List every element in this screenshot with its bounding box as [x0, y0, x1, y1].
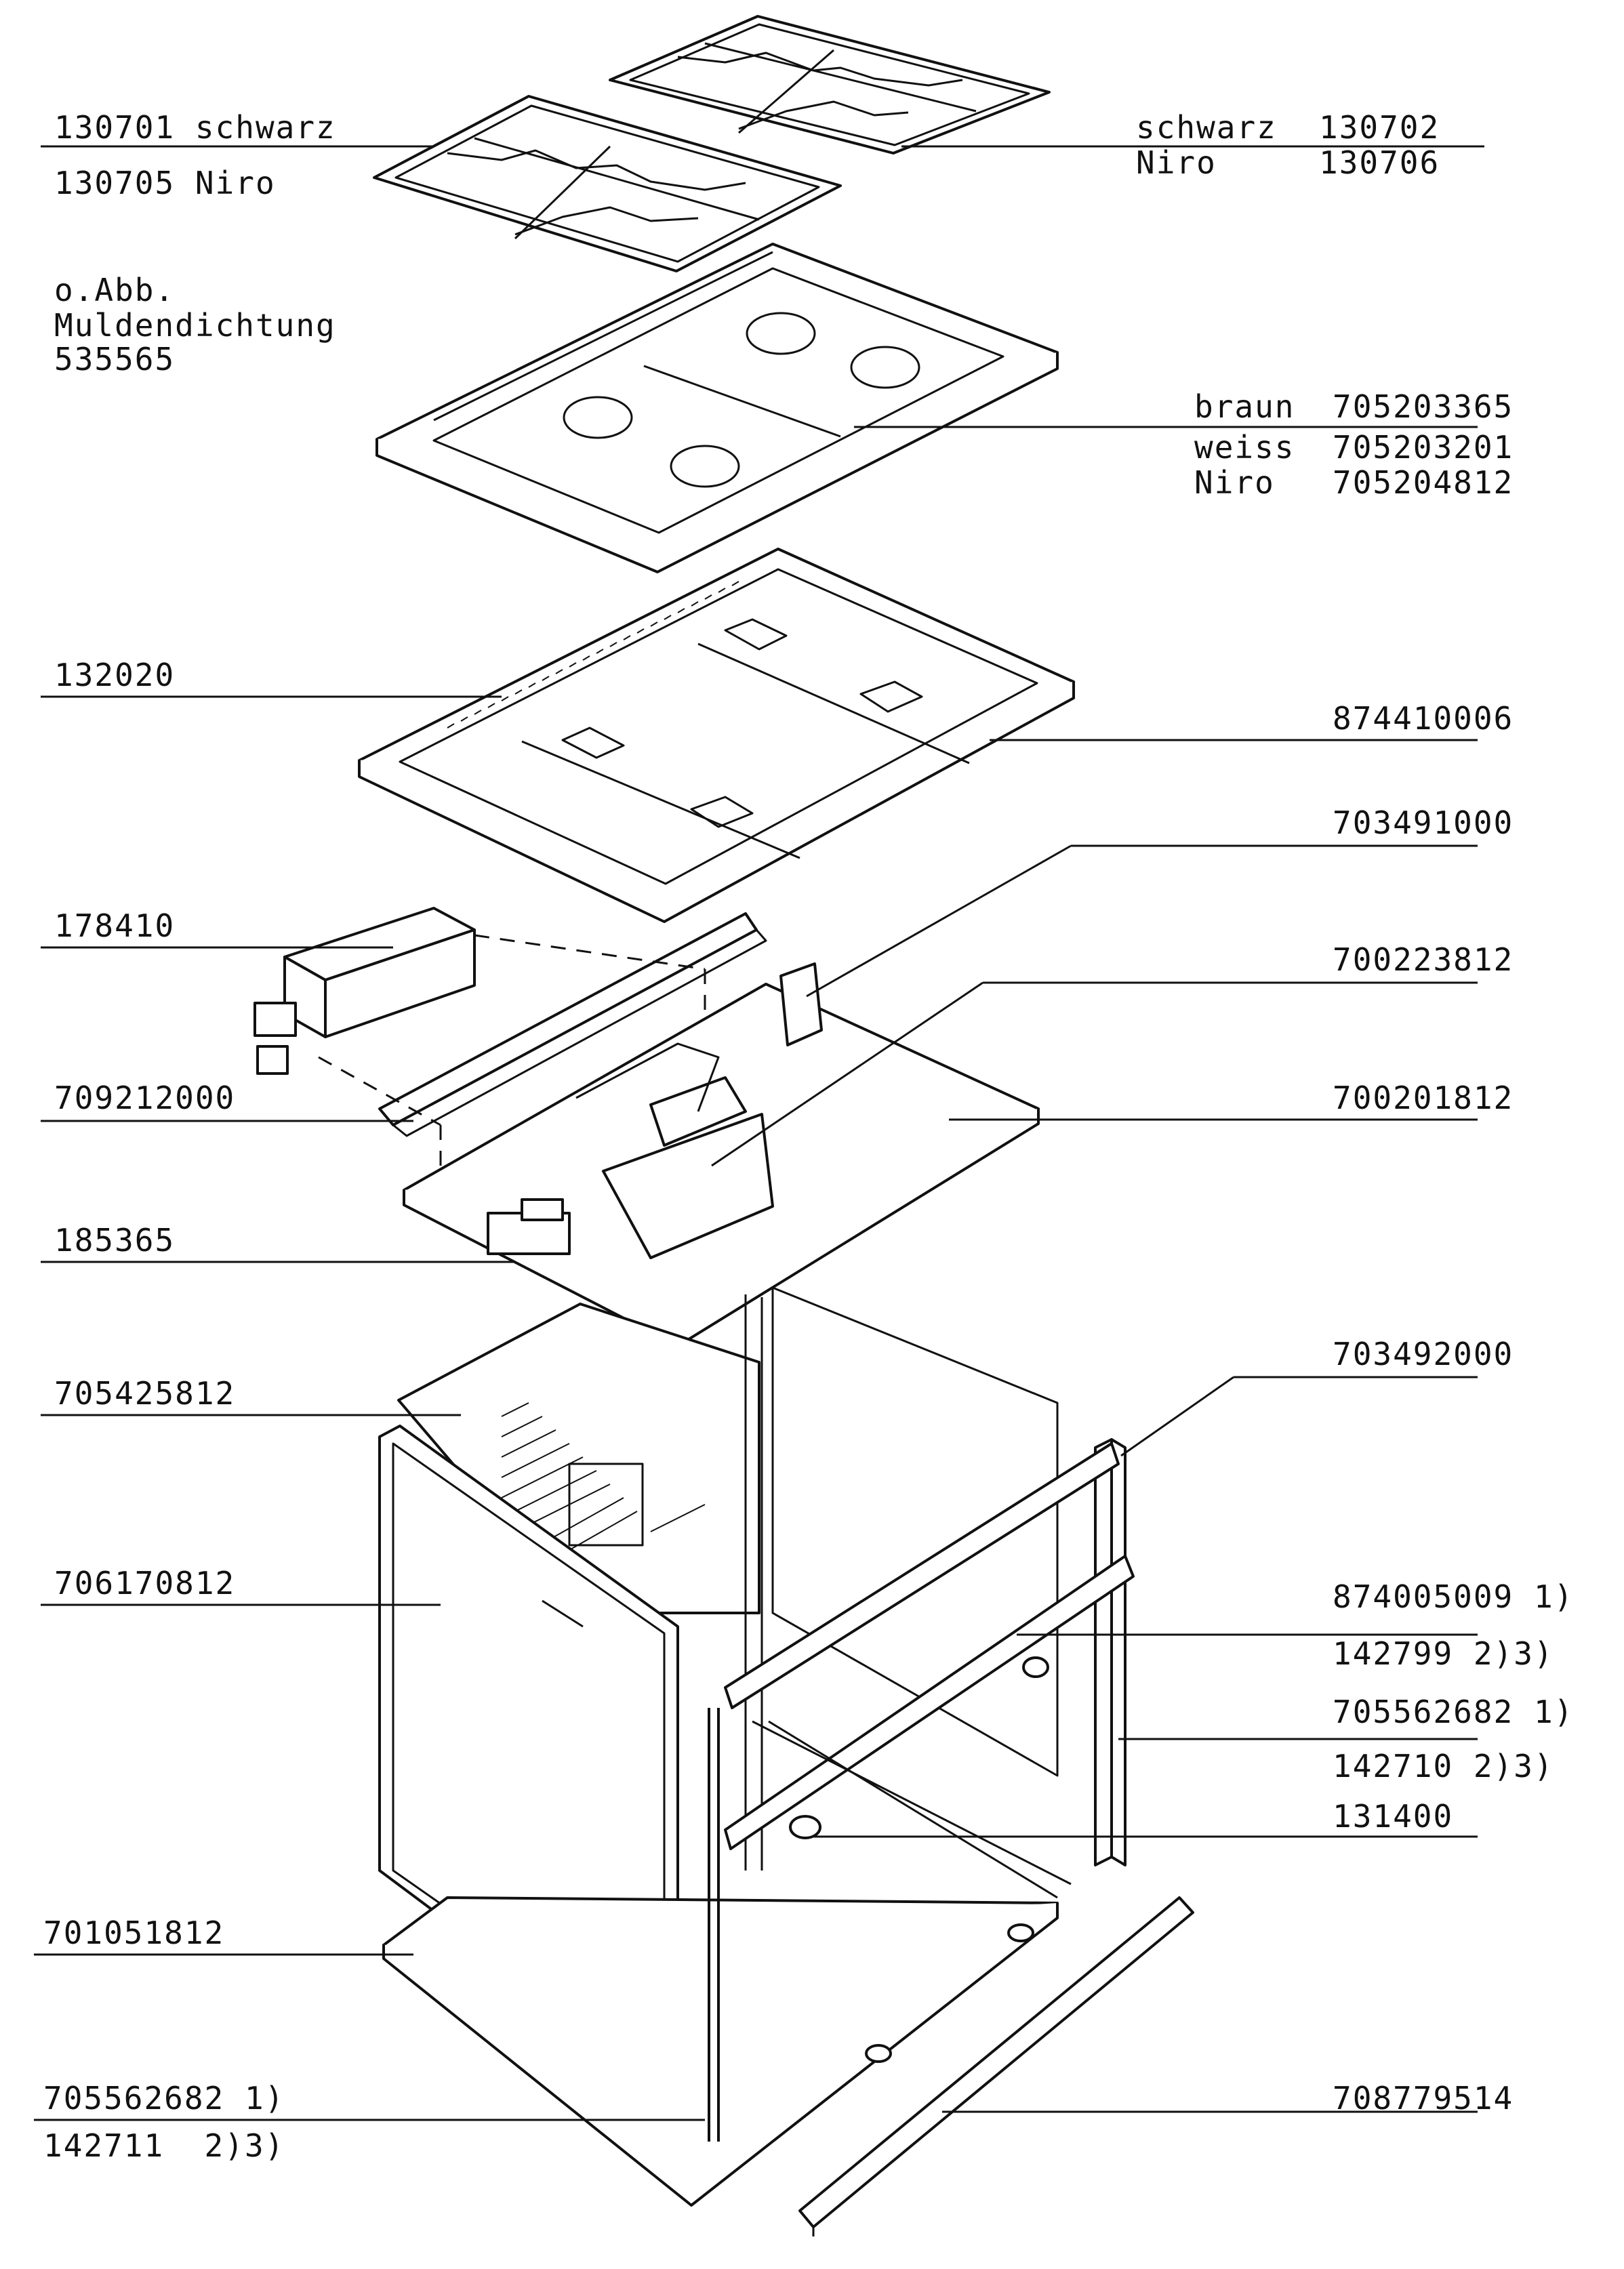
label-142711: 142711 2)3): [43, 2127, 285, 2164]
label-705562682-right: 705562682 1): [1333, 1694, 1574, 1730]
label-130701-schwarz: 130701 schwarz: [54, 109, 336, 146]
label-niro-plate: Niro: [1194, 464, 1275, 501]
base-plate: [403, 962, 1040, 1347]
cabinet-frame: [397, 1286, 1135, 1899]
label-874005009: 874005009 1): [1333, 1578, 1574, 1615]
label-703491000: 703491000: [1333, 804, 1514, 841]
label-142710: 142710 2)3): [1333, 1748, 1554, 1784]
label-709212000: 709212000: [54, 1080, 235, 1116]
label-185365: 185365: [54, 1222, 175, 1259]
label-708779514: 708779514: [1333, 2080, 1514, 2117]
label-701051812: 701051812: [43, 1915, 224, 1951]
label-142799: 142799 2)3): [1333, 1635, 1554, 1672]
bottom-tray-701051812: [382, 1708, 1059, 2207]
label-131400: 131400: [1333, 1798, 1453, 1835]
label-130702: 130702: [1319, 109, 1440, 146]
label-700201812: 700201812: [1333, 1080, 1514, 1116]
label-130706: 130706: [1319, 144, 1440, 181]
label-705204812: 705204812: [1333, 464, 1514, 501]
rail-709212000: [378, 912, 767, 1137]
pan-support-left: [373, 95, 842, 272]
component-178410: [253, 907, 476, 1075]
label-700223812: 700223812: [1333, 941, 1514, 978]
label-niro-grate: Niro: [1136, 144, 1217, 181]
leader-lines: [34, 145, 1484, 2121]
label-muldendichtung: Muldendichtung: [54, 307, 336, 344]
label-weiss: weiss: [1194, 429, 1295, 466]
hob-tray: [358, 548, 1075, 923]
label-703492000: 703492000: [1333, 1336, 1514, 1372]
label-braun: braun: [1194, 388, 1295, 425]
label-705203365: 705203365: [1333, 388, 1514, 425]
label-705425812: 705425812: [54, 1375, 235, 1412]
label-705562682-bottom: 705562682 1): [43, 2080, 285, 2117]
label-535565: 535565: [54, 341, 175, 377]
label-178410: 178410: [54, 907, 175, 944]
hob-top-plate: [375, 243, 1059, 573]
pan-support-right: [609, 15, 1051, 155]
labels-left: 130701 schwarz 130705 Niro o.Abb. Mulden…: [43, 109, 336, 2164]
label-schwarz: schwarz: [1136, 109, 1277, 146]
label-706170812: 706170812: [54, 1565, 235, 1601]
plinth-708779514: [798, 1896, 1194, 2236]
label-874410006: 874410006: [1333, 700, 1514, 737]
label-o-abb: o.Abb.: [54, 272, 175, 308]
label-130705-niro: 130705 Niro: [54, 165, 276, 201]
labels-right: schwarz 130702 Niro 130706 braun 7052033…: [1136, 109, 1574, 2117]
label-705203201: 705203201: [1333, 429, 1514, 466]
label-132020: 132020: [54, 657, 175, 693]
